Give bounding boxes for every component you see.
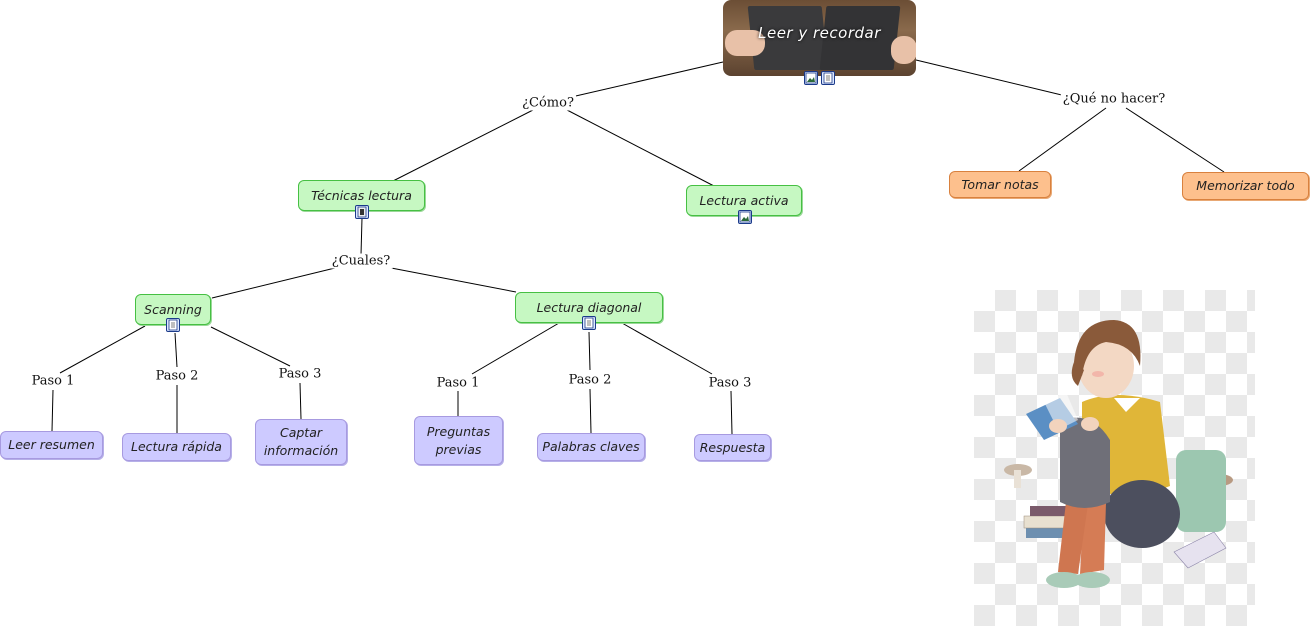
concept-memorizar-todo-label: Memorizar todo [1196,178,1295,193]
root-concept-label: Leer y recordar [758,24,881,42]
concept-preguntas-previas-label: Preguntas previas [426,423,491,457]
phrase-scanning-paso-3[interactable]: Paso 3 [276,366,324,382]
image-icon[interactable] [804,71,818,85]
concept-preguntas-previas[interactable]: Preguntas previas [414,416,503,465]
document-icon[interactable] [582,316,596,330]
image-icon[interactable] [738,210,752,224]
concept-tomar-notas[interactable]: Tomar notas [949,171,1051,198]
hand-right [891,36,916,64]
concept-tomar-notas-label: Tomar notas [961,176,1039,192]
concept-respuesta-label: Respuesta [699,439,766,455]
document-icon[interactable] [166,318,180,332]
concept-scanning-label: Scanning [144,301,202,317]
video-icon[interactable] [355,205,369,219]
document-icon[interactable] [821,71,835,85]
root-concept-image[interactable]: Leer y recordar [723,0,916,76]
phrase-scanning-paso-1[interactable]: Paso 1 [29,373,77,389]
phrase-diagonal-paso-3[interactable]: Paso 3 [706,375,754,391]
concept-lectura-activa-label: Lectura activa [699,192,789,208]
concept-respuesta[interactable]: Respuesta [694,434,771,461]
concept-tecnicas-lectura-label: Técnicas lectura [311,187,412,203]
concept-leer-resumen[interactable]: Leer resumen [0,431,103,459]
phrase-como[interactable]: ¿Cómo? [520,95,576,111]
hand-left [725,30,765,56]
phrase-cuales[interactable]: ¿Cuales? [329,253,393,269]
concept-lectura-rapida-label: Lectura rápida [131,439,222,454]
phrase-diagonal-paso-1[interactable]: Paso 1 [434,375,482,391]
concept-palabras-claves-label: Palabras claves [542,439,640,454]
concept-leer-resumen-label: Leer resumen [8,437,95,452]
reading-girl-illustration [974,290,1255,626]
concept-captar-informacion-label: Captar información [263,425,339,458]
concept-captar-informacion[interactable]: Captar información [255,419,347,465]
phrase-scanning-paso-2[interactable]: Paso 2 [153,368,201,384]
concept-palabras-claves[interactable]: Palabras claves [537,433,645,461]
phrase-que-no-hacer[interactable]: ¿Qué no hacer? [1060,91,1168,107]
concept-lectura-rapida[interactable]: Lectura rápida [122,433,231,461]
concept-lectura-diagonal[interactable]: Lectura diagonal [515,292,663,323]
phrase-diagonal-paso-2[interactable]: Paso 2 [566,372,614,388]
concept-memorizar-todo[interactable]: Memorizar todo [1182,172,1309,200]
concept-lectura-diagonal-label: Lectura diagonal [536,299,642,315]
